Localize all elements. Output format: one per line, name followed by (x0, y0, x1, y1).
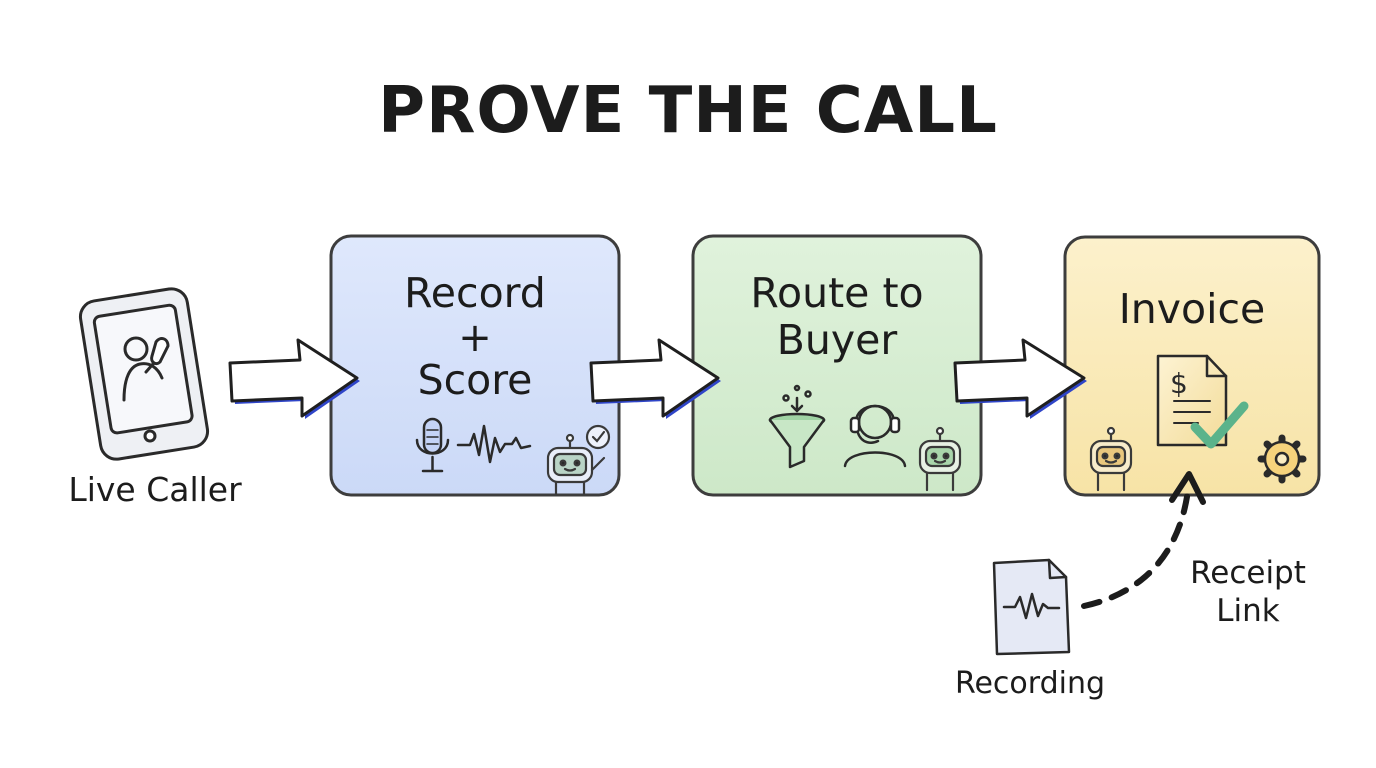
invoice-label: Invoice (1118, 285, 1266, 333)
route-to-label: Route to (750, 269, 924, 317)
waveform-icon (456, 424, 532, 464)
robot-icon (546, 433, 606, 496)
page-title: PROVE THE CALL (378, 74, 998, 148)
headset-agent-icon (843, 404, 907, 468)
receipt-label: Receipt (1190, 555, 1306, 591)
microphone-icon (415, 417, 450, 473)
robot-icon (918, 426, 962, 492)
audio-file-icon (992, 558, 1071, 656)
robot-icon (1089, 426, 1133, 492)
arrow-caller-to-record (228, 338, 360, 419)
phone-caller-icon (78, 287, 210, 461)
receipt-link-arrow (1081, 471, 1206, 609)
recording-label: Recording (954, 666, 1106, 701)
record-label: Record (404, 269, 546, 317)
dollar-sign-icon: $ (1170, 367, 1188, 400)
arrow-route-to-invoice (953, 338, 1087, 419)
live-caller-label: Live Caller (68, 470, 242, 509)
buyer-label: Buyer (776, 316, 898, 364)
gear-icon (1257, 434, 1307, 484)
invoice-document-icon (1156, 354, 1228, 447)
funnel-icon (768, 384, 826, 469)
checkmark-icon (1190, 401, 1249, 449)
arrow-record-to-route (589, 338, 721, 419)
plus-label: + (458, 315, 492, 361)
score-label: Score (417, 356, 533, 404)
checkmark-badge-icon (585, 424, 611, 450)
link-label: Link (1216, 593, 1280, 629)
